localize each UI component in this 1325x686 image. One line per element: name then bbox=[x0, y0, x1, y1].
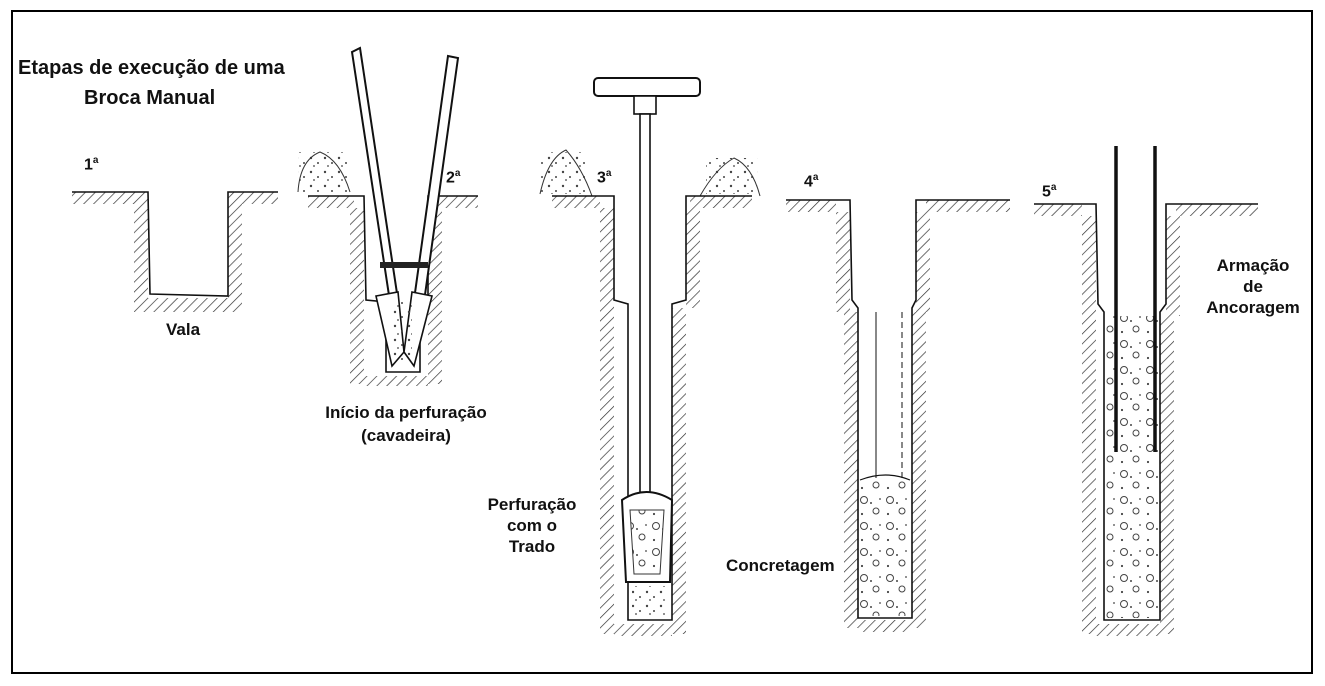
step-4-caption: Concretagem bbox=[726, 556, 835, 575]
step-4-number: 4a bbox=[804, 172, 819, 191]
step-2-post-hole-digger bbox=[297, 46, 478, 386]
step-3-caption: Perfuração com o Trado bbox=[487, 495, 577, 556]
step-5-caption: Armação de Ancoragem bbox=[1206, 256, 1300, 317]
step-4-concreting bbox=[786, 199, 1010, 632]
diagram-title-line-2: Broca Manual bbox=[84, 87, 216, 109]
step-1-trench bbox=[72, 191, 278, 312]
diagram-title-line-1: Etapas de execução de uma bbox=[18, 57, 285, 79]
step-2-number: 2a bbox=[446, 168, 461, 187]
step-5-reinforcement bbox=[1034, 146, 1258, 636]
step-3-auger bbox=[539, 77, 761, 636]
step-3-number: 3a bbox=[597, 168, 612, 187]
step-1-number: 1a bbox=[84, 155, 99, 174]
step-1-caption: Vala bbox=[166, 320, 201, 339]
step-2-caption: Início da perfuração (cavadeira) bbox=[325, 403, 487, 445]
step-5-number: 5a bbox=[1042, 182, 1057, 201]
